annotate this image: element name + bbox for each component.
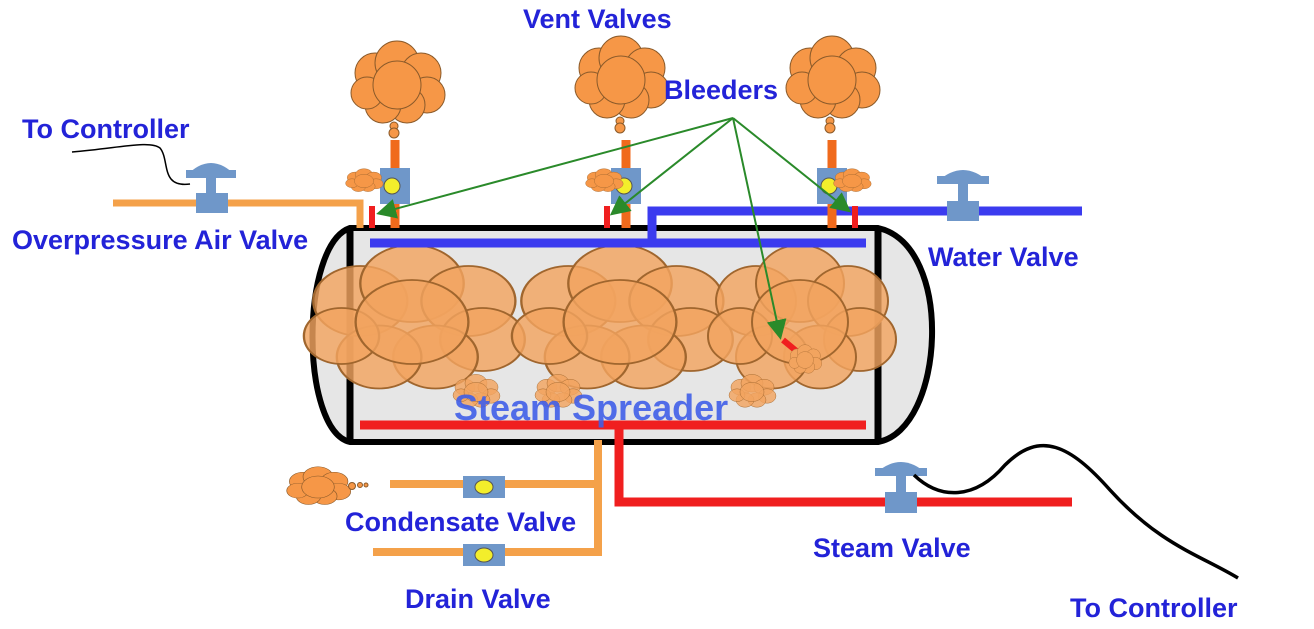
- condensate-valve[interactable]: [463, 476, 505, 498]
- condensate-steam-puff: [286, 466, 369, 505]
- vent-valve-1[interactable]: [380, 140, 410, 228]
- vent-valves-label: Vent Valves: [523, 4, 672, 34]
- handwheel-valve-icon: [875, 462, 927, 513]
- overpressure-air-pipe: [113, 199, 364, 228]
- water-valve[interactable]: [937, 170, 989, 221]
- steam-cloud-icon: [345, 168, 384, 192]
- steam-valve-label: Steam Valve: [813, 533, 971, 563]
- steam-cloud-icon: [785, 35, 881, 119]
- drain-valve-label: Drain Valve: [405, 584, 551, 614]
- steam-cloud-icon: [574, 35, 670, 119]
- bleeders-label: Bleeders: [664, 75, 778, 105]
- controller-wire-right: [912, 444, 1239, 580]
- bleeder-leader-lines: [376, 117, 852, 340]
- drain-valve[interactable]: [463, 544, 505, 566]
- drain-pipes: [373, 440, 602, 556]
- steam-valve[interactable]: [875, 462, 927, 513]
- overpressure-air-valve[interactable]: [186, 163, 236, 213]
- bleeders: [345, 168, 872, 228]
- handwheel-valve-icon: [186, 163, 236, 213]
- overpressure-air-valve-label: Overpressure Air Valve: [12, 225, 308, 255]
- controller-wire-left: [71, 143, 191, 185]
- handwheel-valve-icon: [937, 170, 989, 221]
- vent-steam-clouds: [350, 35, 881, 139]
- steam-cloud-icon: [286, 466, 351, 505]
- steam-spreader-label: Steam Spreader: [454, 387, 728, 428]
- to-controller-right-label: To Controller: [1070, 593, 1238, 623]
- water-valve-label: Water Valve: [928, 242, 1079, 272]
- to-controller-left-label: To Controller: [22, 114, 190, 144]
- steam-spreader-pipe: [360, 420, 1072, 507]
- steam-cloud-icon: [350, 40, 446, 124]
- condensate-valve-label: Condensate Valve: [345, 507, 576, 537]
- ball-valve-icon: [463, 476, 505, 498]
- ball-valve-icon: [463, 544, 505, 566]
- vessel-steam-clouds: [302, 243, 897, 408]
- inner-bleeder: [781, 337, 822, 374]
